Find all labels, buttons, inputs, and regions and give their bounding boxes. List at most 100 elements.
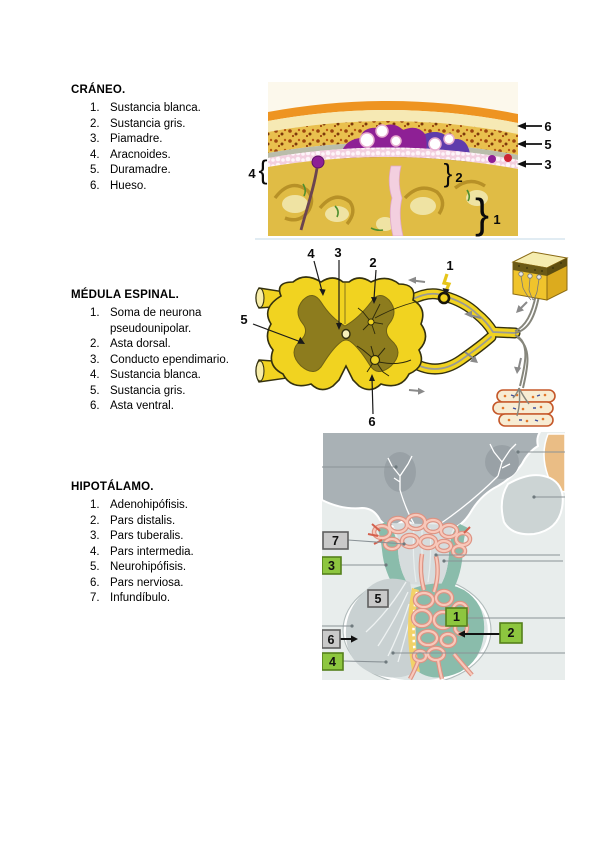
- small-vessel-red: [504, 154, 512, 162]
- motor-endplates: [512, 387, 530, 417]
- hypothalamic-nucleus-left: [384, 452, 416, 492]
- label-box-3: 3: [322, 556, 342, 575]
- svg-text:2: 2: [369, 255, 376, 270]
- hypothalamic-nucleus-right: [485, 443, 519, 479]
- svg-text:2: 2: [455, 170, 462, 185]
- skin-block: [511, 251, 569, 301]
- skull-cross-section: [268, 82, 518, 236]
- list-item-text: Pars tuberalis.: [110, 530, 184, 542]
- svg-text:5: 5: [544, 137, 551, 152]
- svg-text:1: 1: [446, 258, 453, 273]
- list-item-number: 3.: [90, 353, 100, 366]
- label-box-6: 6: [322, 629, 341, 649]
- arachnoid-villi: [359, 124, 455, 151]
- motor-neuron: [356, 345, 412, 377]
- svg-text:6: 6: [368, 414, 375, 429]
- list-item-number: 4.: [90, 148, 100, 161]
- list-item: 4. Sustancia blanca.: [90, 368, 242, 384]
- list-item: 6. Asta ventral.: [90, 399, 242, 415]
- label-1-with-brace: } 1: [475, 190, 501, 237]
- spinal-ganglion-soma: [437, 291, 451, 305]
- list-item-number: 6.: [90, 400, 100, 412]
- list-item-number: 2.: [90, 514, 100, 527]
- afferent-fiber: [374, 301, 416, 319]
- label-box-2: 2: [499, 622, 523, 644]
- svg-text:6: 6: [328, 633, 335, 647]
- list-item-text: Neurohipófisis.: [110, 561, 187, 573]
- muscle-block: [492, 387, 556, 427]
- svg-text:5: 5: [375, 592, 382, 606]
- label-1-with-stimulus-bolt: 1: [441, 258, 454, 295]
- list-item-text: Sustancia blanca.: [110, 102, 201, 114]
- svg-text:2: 2: [508, 626, 515, 640]
- stimulus-bolt: [441, 273, 452, 292]
- list-item: 2.Sustancia gris.: [90, 117, 201, 133]
- capillary-plexus: [367, 512, 474, 680]
- list-item-number: 4.: [90, 545, 100, 558]
- list-item-text: Asta ventral.: [110, 400, 174, 412]
- list-item-number: 5.: [90, 384, 100, 397]
- list-item-number: 6.: [90, 179, 100, 192]
- list-item: 1.Sustancia blanca.: [90, 101, 201, 117]
- label-5-arrow: 5: [517, 137, 552, 152]
- list-item: 6. Hueso.: [90, 179, 201, 195]
- label-3-arrow: 3: [517, 157, 552, 172]
- list-item: 7. Infundíbulo.: [90, 591, 194, 607]
- list-item: 1. Soma de neurona pseudounipolar.: [90, 306, 242, 337]
- svg-text:6: 6: [544, 119, 551, 134]
- longitudinal-fissure: [388, 165, 404, 236]
- list-item-number: 7.: [90, 592, 100, 604]
- label-box-5: 5: [367, 589, 389, 608]
- list-item-text: Asta dorsal.: [110, 338, 171, 350]
- list-item-text: Hueso.: [110, 179, 147, 192]
- list-item-number: 2.: [90, 338, 100, 350]
- list-item-text: Sustancia gris.: [110, 117, 186, 130]
- list-item-text: Pars distalis.: [110, 514, 176, 527]
- list-item-text: Sustancia blanca.: [110, 369, 201, 381]
- list-item-number: 3.: [90, 133, 100, 145]
- section-list: 1. Soma de neurona pseudounipolar. 2. Asta…: [90, 306, 242, 415]
- label-6-arrow: 6: [517, 119, 552, 134]
- gray-lobe: [500, 474, 564, 536]
- label-4-with-brace: 4 {: [248, 155, 267, 185]
- list-item-number: 1.: [90, 499, 100, 511]
- list-item-text: Soma de neurona pseudounipolar.: [110, 307, 202, 335]
- list-item: 6. Pars nerviosa.: [90, 576, 194, 592]
- list-item-number: 3.: [90, 530, 100, 542]
- interneuron: [357, 303, 384, 335]
- list-item-number: 5.: [90, 561, 100, 573]
- list-item-text: Pars nerviosa.: [110, 576, 184, 589]
- subcutaneous-layer: [268, 109, 518, 134]
- list-item-text: Pars intermedia.: [110, 545, 194, 558]
- list-item-text: Aracnoides.: [110, 148, 171, 161]
- list-item-text: Duramadre.: [110, 164, 171, 176]
- list-item-text: Infundíbulo.: [110, 592, 171, 604]
- figure-hipotalamo: 7 3 5 1 2 6 4: [322, 432, 565, 680]
- label-6-arrow: 6: [368, 374, 376, 429]
- figure-medula: 4 3 2 1 5 6: [240, 238, 569, 429]
- spinal-cord: [266, 276, 427, 391]
- list-item-number: 1.: [90, 307, 100, 319]
- list-item: 5.Duramadre.: [90, 163, 201, 179]
- list-item: 2. Pars distalis.: [90, 514, 194, 530]
- scalp-layer: [268, 100, 518, 123]
- list-item-number: 6.: [90, 576, 100, 589]
- list-item: 4. Aracnoides.: [90, 148, 201, 164]
- label-2-with-brace: } 2: [444, 158, 463, 188]
- svg-text:3: 3: [544, 157, 551, 172]
- list-item-number: 4.: [90, 369, 100, 381]
- left-vessel: [299, 155, 325, 231]
- central-canal: [341, 328, 351, 340]
- meninges-pink-layer: [268, 147, 518, 169]
- list-item-text: Conducto ependimario.: [110, 353, 229, 366]
- list-item: 1.Adenohipófisis.: [90, 498, 194, 514]
- svg-text:7: 7: [332, 534, 339, 548]
- small-vessel-purple: [488, 155, 496, 163]
- section-craneo: CRÁNEO. 1.Sustancia blanca. 2.Sustancia …: [71, 84, 201, 194]
- box-arrows: [340, 630, 500, 643]
- list-item: 2. Asta dorsal.: [90, 337, 242, 353]
- section-list: 1.Adenohipófisis. 2. Pars distalis. 3. Par…: [90, 498, 194, 607]
- section-title: MÉDULA ESPINAL.: [71, 289, 179, 301]
- svg-text:4: 4: [329, 655, 336, 669]
